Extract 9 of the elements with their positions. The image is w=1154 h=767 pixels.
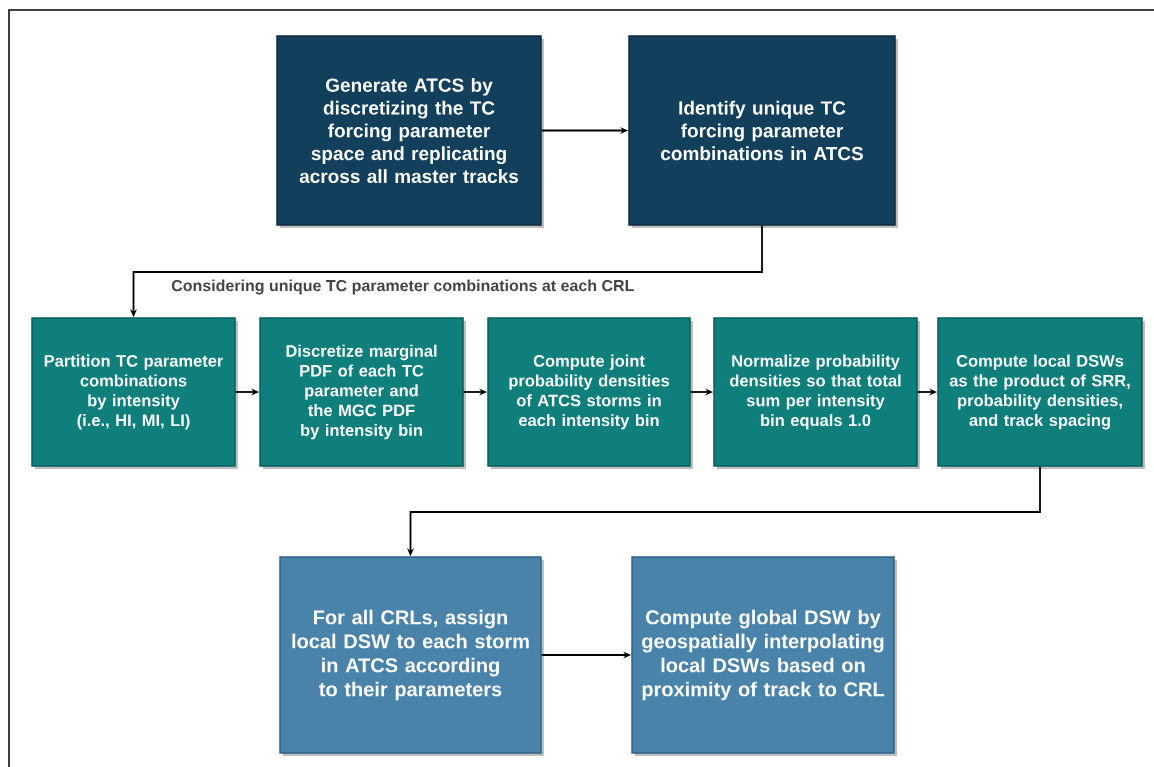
process-box: Compute joint probability densities of ATCS storms in each intensity bin <box>487 317 691 467</box>
process-box: Partition TC parameter combinations by intensity (i.e., HI, MI, LI) <box>31 317 236 467</box>
process-box: Generate ATCS by discretizing the TC forcing parameter space and replicating across all master tracks <box>276 35 542 226</box>
process-box: Identify unique TC forcing parameter combinations in ATCS <box>628 35 896 226</box>
process-box: Compute global DSW by geospatially interpolating local DSWs based on proximity of track to CRL <box>631 556 895 754</box>
process-box: Compute local DSWs as the product of SRR, probability densities, and track spacing <box>937 317 1143 467</box>
process-box: Discretize marginal PDF of each TC parameter and the MGC PDF by intensity bin <box>259 317 464 467</box>
process-box: For all CRLs, assign local DSW to each storm in ATCS according to their parameters <box>279 556 542 754</box>
process-box: Normalize probability densities so that total sum per intensity bin equals 1.0 <box>713 317 918 467</box>
